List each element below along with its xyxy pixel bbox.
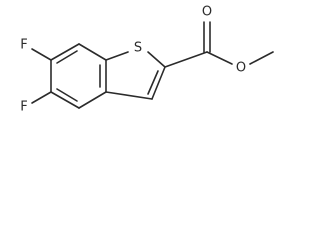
bond-c2-c3 [151,66,166,100]
sulfur-atom-label: S [134,41,142,56]
bond-s-c2 [147,51,166,68]
structure-diagram: S F F O O [20,5,274,115]
bond-c4-c3a [78,91,107,109]
ester-oxygen-label: O [236,61,246,76]
bond-c7a-c7 [78,43,107,61]
thiophene-ring [105,51,166,100]
bond-carbonyl-ester-o [206,51,233,65]
bond-c2-carbonyl [164,51,208,68]
bond-c5-f [31,91,52,104]
benzene-ring [50,43,107,109]
bond-c7a-s [105,51,129,61]
fluorine-upper-label: F [20,38,27,53]
bond-c6-f [31,48,52,61]
bond-c5-c4 [50,91,80,109]
methyl-ester-group [164,21,274,68]
double-bond-c5-c4 [56,88,78,102]
carbonyl-oxygen-label: O [202,5,212,20]
bond-c7-c6 [50,43,80,61]
double-bond-c7-c6 [56,50,78,64]
double-bond-c2-c3 [147,70,159,95]
bond-ester-o-methyl [249,51,274,65]
bond-c3-c3a [105,91,153,100]
fluorine-lower-label: F [20,100,27,115]
